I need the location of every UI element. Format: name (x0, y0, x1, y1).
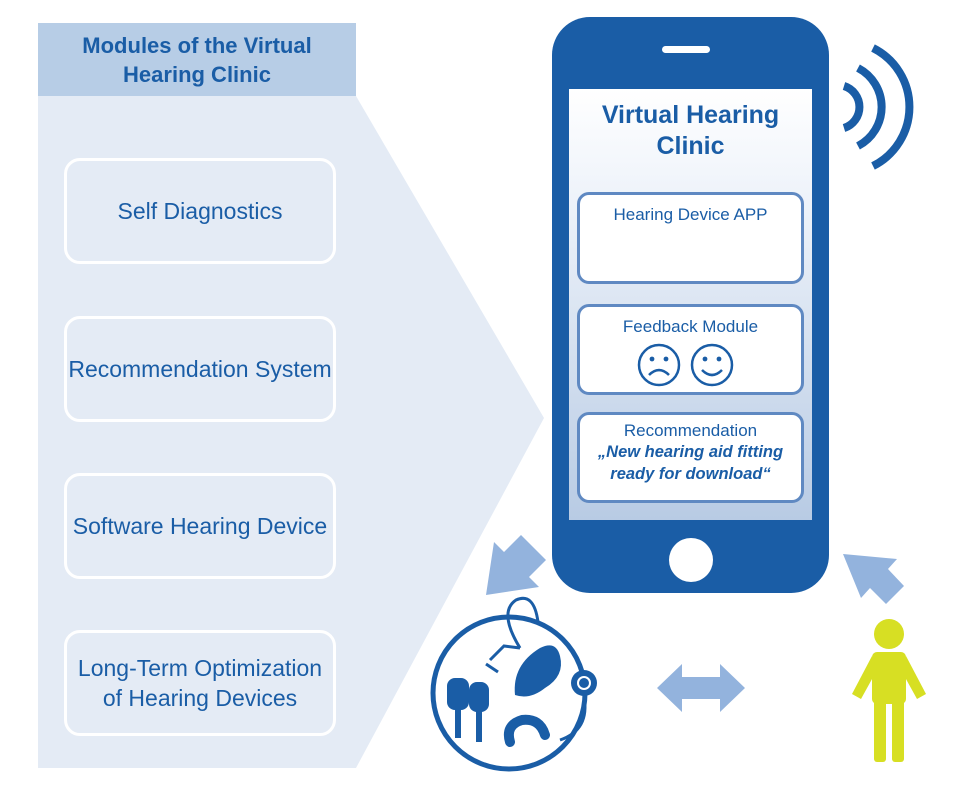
sad-face-icon (637, 343, 681, 387)
happy-face-icon (690, 343, 734, 387)
hearing-device-app-box: Hearing Device APP (577, 192, 804, 284)
phone-speaker (662, 46, 710, 53)
recommendation-label: Recommendation (623, 421, 758, 440)
recommendation-box: Recommendation „New hearing aid fitting … (577, 412, 804, 503)
module-long-term-optimization: Long-Term Optimization of Hearing Device… (64, 630, 336, 736)
feedback-module-label: Feedback Module (622, 317, 759, 336)
recommendation-message: „New hearing aid fitting ready for downl… (597, 443, 784, 483)
arrow-up-left-icon (843, 554, 904, 604)
screen-title: Virtual Hearing Clinic (601, 101, 780, 160)
hearing-device-app-label: Hearing Device APP (613, 205, 768, 224)
wireless-signal-icon (842, 44, 914, 170)
feedback-module-box: Feedback Module (577, 304, 804, 395)
hearing-devices-icon (430, 596, 597, 772)
module-recommendation-system: Recommendation System (64, 316, 336, 422)
module-software-hearing-device: Software Hearing Device (64, 473, 336, 579)
modules-panel-title: Modules of the Virtual Hearing Clinic (38, 23, 356, 96)
feedback-faces (637, 343, 734, 387)
modules-panel (38, 23, 356, 768)
phone-home-button (669, 538, 713, 582)
module-self-diagnostics: Self Diagnostics (64, 158, 336, 264)
double-arrow-icon (657, 664, 745, 712)
arrow-down-left-icon (486, 535, 546, 595)
person-icon (852, 619, 926, 762)
